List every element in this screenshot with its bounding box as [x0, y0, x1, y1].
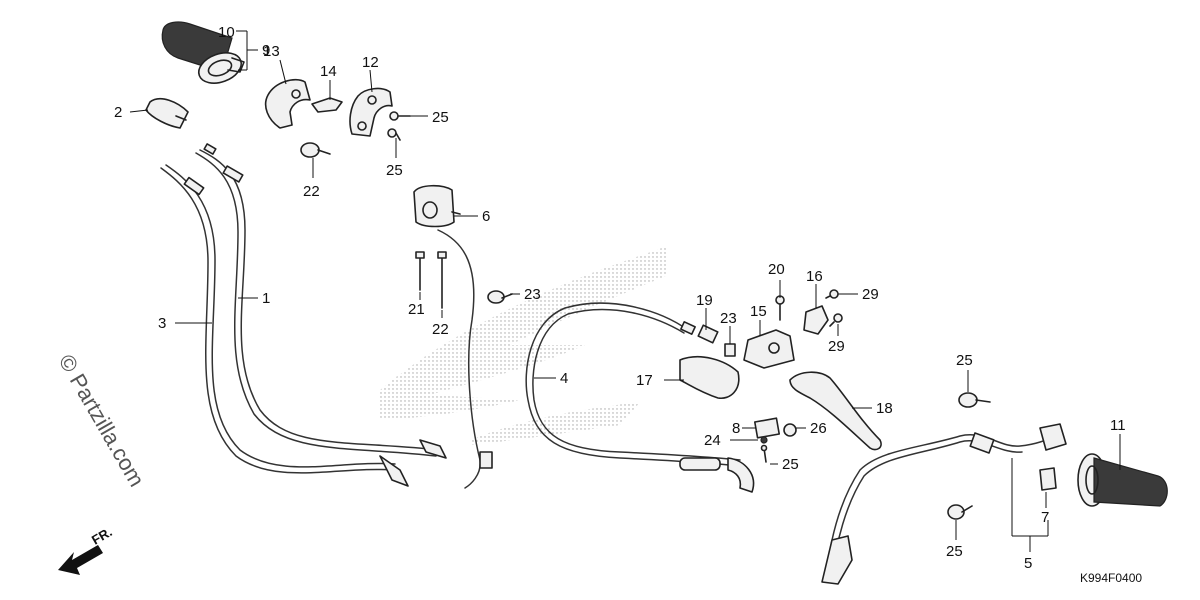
callout-29-lower: 29 — [828, 338, 845, 355]
callout-25-top: 22 — [303, 183, 320, 200]
clutch-lever-18 — [789, 371, 882, 451]
callout-25-right-lower: 25 — [946, 543, 963, 560]
handlebar-switch — [413, 184, 461, 228]
callout-8: 8 — [732, 420, 740, 437]
bolt-22 — [437, 251, 447, 309]
callout-17: 17 — [636, 372, 653, 389]
cable-clamp-25-right-lower — [947, 504, 973, 520]
throttle-cable-return — [160, 164, 409, 487]
washer-24 — [760, 436, 768, 444]
switch-connector — [479, 451, 493, 469]
nut-28 — [783, 423, 797, 437]
callout-7: 7 — [1041, 509, 1049, 526]
switch-housing-right — [1039, 423, 1067, 451]
callout-25-right-upper: 25 — [956, 352, 973, 369]
callout-10: 10 — [218, 24, 235, 41]
screw-29-lower — [829, 313, 843, 327]
throttle-grip — [161, 21, 245, 84]
wing-watermark — [380, 245, 668, 445]
callout-11: 11 — [1110, 417, 1126, 434]
throttle-cable-pull — [195, 143, 447, 459]
switch-8 — [753, 417, 781, 439]
nut-23 — [724, 343, 736, 357]
callout-26-lower: 25 — [386, 162, 403, 179]
callout-2: 2 — [114, 104, 122, 121]
lever-cover-17 — [679, 356, 740, 399]
callout-4: 4 — [560, 370, 568, 387]
callout-28: 26 — [810, 420, 827, 437]
screw-26-upper — [389, 111, 411, 121]
leader-lines — [129, 30, 1121, 552]
right-grip — [1077, 453, 1168, 507]
cable-clamp-25-top — [300, 142, 331, 158]
callout-1: 1 — [262, 290, 270, 307]
callout-6: 6 — [482, 208, 490, 225]
cable-clamp-25-right-upper — [958, 392, 991, 408]
callout-14: 14 — [320, 63, 337, 80]
screw-27 — [760, 444, 768, 463]
callout-15: 15 — [750, 303, 767, 320]
callout-26-upper: 25 — [432, 109, 449, 126]
clutch-cable — [525, 302, 755, 493]
callout-3: 3 — [158, 315, 166, 332]
callout-9: 9 — [262, 42, 270, 59]
cable-guide-clip — [311, 97, 343, 113]
callout-25-middle: 23 — [524, 286, 541, 303]
callout-20: 20 — [768, 261, 785, 278]
watermark-text: © Partzilla.com — [54, 350, 150, 491]
callout-13: 13 — [263, 43, 280, 60]
callout-5: 5 — [1024, 555, 1032, 572]
callout-22: 22 — [432, 321, 449, 338]
lever-holder-16 — [803, 305, 829, 335]
diagram-code: K994F0400 — [1080, 571, 1142, 585]
callout-labels: 10 9 2 13 14 12 25 25 22 6 1 3 21 22 23 … — [114, 24, 1126, 572]
callout-18: 18 — [876, 400, 893, 417]
callout-19: 19 — [696, 292, 713, 309]
callout-23: 23 — [720, 310, 737, 327]
callout-12: 12 — [362, 54, 379, 71]
right-switch-wire — [821, 432, 1056, 585]
front-direction-label: FR. — [89, 524, 115, 547]
screw-29-upper — [825, 289, 839, 299]
bolt-19 — [697, 324, 719, 344]
throttle-housing-upper — [264, 78, 311, 129]
callout-21: 21 — [408, 301, 425, 318]
front-direction-arrow: FR. — [58, 524, 115, 575]
callout-29-upper: 29 — [862, 286, 879, 303]
throttle-housing-lower — [349, 87, 393, 137]
lever-bracket-15 — [743, 329, 795, 369]
clip-7 — [1039, 467, 1057, 491]
bolt-21 — [415, 251, 425, 291]
switch-wire — [437, 229, 481, 489]
callout-27: 25 — [782, 456, 799, 473]
grip-end-weight — [145, 97, 189, 129]
callout-24: 24 — [704, 432, 721, 449]
screw-26-lower — [387, 128, 401, 141]
callout-16: 16 — [806, 268, 823, 285]
cable-clamp-25-middle — [487, 290, 513, 304]
screw-20 — [775, 295, 785, 321]
